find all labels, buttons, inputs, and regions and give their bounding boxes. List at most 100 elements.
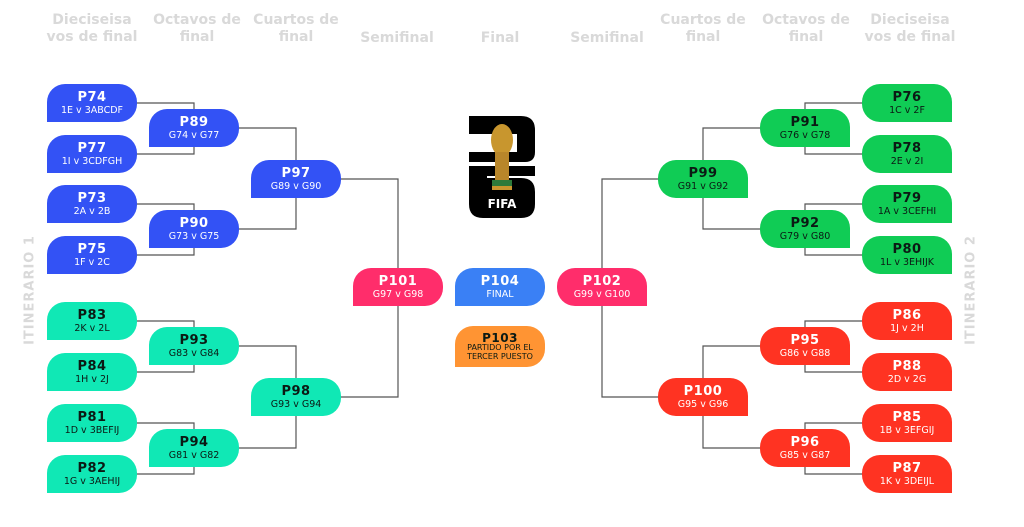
header-round-of-16-right: Octavos de final xyxy=(762,12,850,45)
side-label-itinerary-2: ITINERARIO 2 xyxy=(963,235,979,345)
header-round-of-32-right: Dieciseisa vos de final xyxy=(864,12,956,45)
connector-p93-to-p98 xyxy=(239,345,297,378)
match-teams: G97 v G98 xyxy=(372,288,424,300)
match-teams: G79 v G80 xyxy=(779,230,831,242)
header-quarterfinal-right: Cuartos de final xyxy=(660,12,746,45)
header-final: Final xyxy=(480,30,520,46)
match-teams: G95 v G96 xyxy=(677,398,729,410)
connector-p95-to-p100 xyxy=(702,345,760,378)
match-id: P83 xyxy=(77,307,107,323)
match-id: P92 xyxy=(790,215,820,231)
match-teams: G89 v G90 xyxy=(270,180,322,192)
match-teams: 2K v 2L xyxy=(74,322,110,334)
match-teams: G86 v G88 xyxy=(779,347,831,359)
match-teams: 1E v 3ABCDF xyxy=(60,104,123,116)
connector-p76-to-p91 xyxy=(804,102,862,109)
match-teams: G74 v G77 xyxy=(168,129,220,141)
connector-p96-to-p100 xyxy=(702,416,760,449)
match-teams: G81 v G82 xyxy=(168,449,220,461)
match-id: P78 xyxy=(892,140,922,156)
connector-p82-to-p94 xyxy=(137,467,195,475)
match-id: P88 xyxy=(892,358,922,374)
connector-p92-to-p99 xyxy=(702,198,760,230)
header-round-of-32-left: Dieciseisa vos de final xyxy=(46,12,138,45)
match-id: P95 xyxy=(790,332,820,348)
match-id: P79 xyxy=(892,190,922,206)
match-teams: 1G v 3AEHIJ xyxy=(63,475,121,487)
connector-p94-to-p98 xyxy=(239,416,297,449)
match-teams: 1F v 2C xyxy=(74,256,110,268)
match-teams: G91 v G92 xyxy=(677,180,729,192)
connector-p85-to-p96 xyxy=(804,422,862,429)
match-id: P90 xyxy=(179,215,209,231)
match-id: P87 xyxy=(892,460,922,476)
header-round-of-16-left: Octavos de final xyxy=(153,12,241,45)
svg-text:FIFA: FIFA xyxy=(488,197,517,211)
connector-p87-to-p96 xyxy=(804,467,862,475)
match-teams: FINAL xyxy=(486,288,514,300)
match-id: P101 xyxy=(378,273,418,289)
match-id: P96 xyxy=(790,434,820,450)
match-id: P103 xyxy=(482,331,518,345)
match-teams: 2E v 2I xyxy=(890,155,924,167)
match-id: P84 xyxy=(77,358,107,374)
connector-p99-to-p102 xyxy=(601,178,658,268)
match-id: P82 xyxy=(77,460,107,476)
match-id: P80 xyxy=(892,241,922,257)
connector-p73-to-p90 xyxy=(137,203,195,210)
fifa-world-cup-2026-logo: FIFA xyxy=(469,116,535,218)
connector-p78-to-p91 xyxy=(804,147,862,155)
connector-p83-to-p93 xyxy=(137,320,195,327)
match-id: P99 xyxy=(688,165,718,181)
match-id: P100 xyxy=(683,383,723,399)
match-id: P76 xyxy=(892,89,922,105)
match-teams: PARTIDO POR EL TERCER PUESTO xyxy=(467,343,533,361)
match-teams: 2D v 2G xyxy=(887,373,927,385)
connector-p81-to-p94 xyxy=(137,422,195,429)
connector-p74-to-p89 xyxy=(137,102,195,109)
match-id: P85 xyxy=(892,409,922,425)
match-teams: G76 v G78 xyxy=(779,129,831,141)
match-id: P91 xyxy=(790,114,820,130)
match-teams: 1J v 2H xyxy=(890,322,924,334)
match-teams: 1I v 3CDFGH xyxy=(61,155,123,167)
match-teams: G93 v G94 xyxy=(270,398,322,410)
header-semifinal-left: Semifinal xyxy=(360,30,434,46)
match-teams: 1L v 3EHIJK xyxy=(879,256,935,268)
match-id: P104 xyxy=(480,273,520,289)
match-id: P97 xyxy=(281,165,311,181)
match-teams: 1C v 2F xyxy=(889,104,925,116)
